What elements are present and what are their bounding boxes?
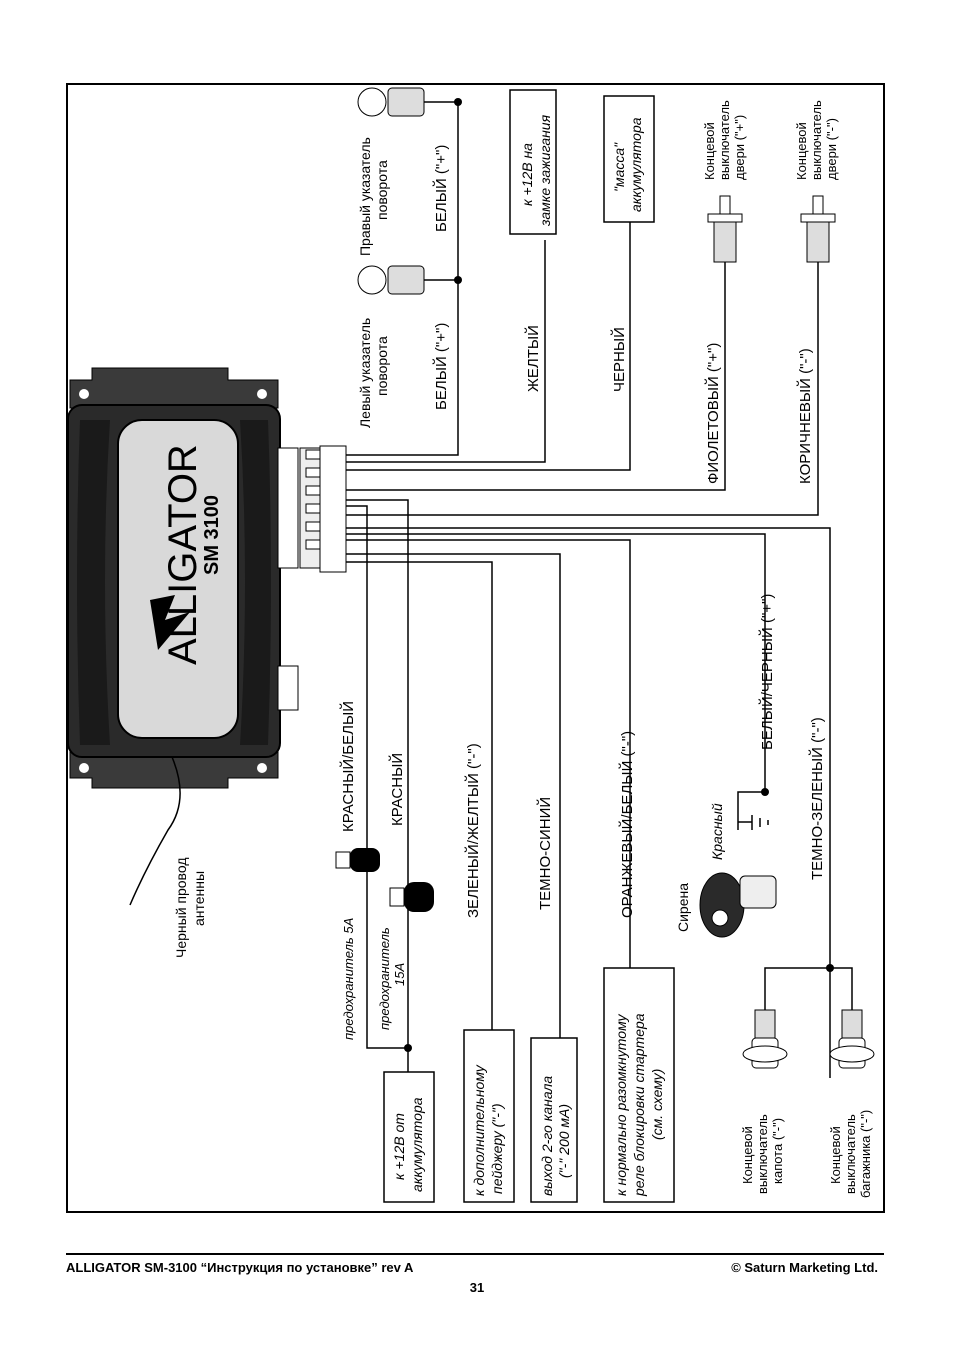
wire-dark-green: ТЕМНО-ЗЕЛЕНЫЙ ("-") [808, 717, 826, 880]
label-trunk-2: выключатель [843, 1114, 858, 1194]
door-minus-switch-icon [800, 195, 836, 263]
wire-white-black: БЕЛЫЙ/ЧЕРНЫЙ ("+") [758, 594, 776, 750]
label-hood-2: выключатель [755, 1114, 770, 1194]
label-ch2: выход 2-го канала [539, 1076, 555, 1196]
label-right-turn-2: поворота [374, 160, 390, 220]
door-plus-switch-icon [707, 195, 743, 263]
label-ground: "масса" [611, 142, 627, 192]
label-trunk: Концевой [828, 1126, 843, 1184]
label-left-turn-2: поворота [374, 336, 390, 396]
label-right-turn: Правый указатель [357, 137, 373, 256]
label-fuse-15a-2: 15А [392, 963, 407, 986]
left-turn-bulb-icon [357, 265, 425, 295]
wire-red: КРАСНЫЙ [388, 753, 406, 826]
wire-orange-white: ОРАНЖЕВЫЙ/БЕЛЫЙ ("-") [618, 731, 636, 918]
destination-boxes [383, 89, 675, 1203]
label-battery: к +12В от [391, 1113, 407, 1180]
label-door-minus: Концевой [794, 122, 809, 180]
label-door-minus-3: двери ("-") [824, 118, 839, 180]
trunk-switch-icon [829, 1009, 875, 1069]
label-ignition: к +12В на [519, 143, 535, 206]
label-left-turn: Левый указатель [357, 318, 373, 428]
label-door-plus-3: двери ("+") [732, 115, 747, 180]
wire-white-left: БЕЛЫЙ ("+") [432, 323, 450, 410]
wire-black: ЧЕРНЫЙ [610, 327, 628, 392]
label-ch2-2: ("-" 200 мА) [556, 1104, 572, 1178]
alarm-unit: ALLIGATOR SM 3100 [67, 367, 323, 789]
wire-white-right: БЕЛЫЙ ("+") [432, 145, 450, 232]
label-battery-2: аккумулятора [409, 1097, 425, 1192]
label-antenna: Черный провод [173, 858, 189, 959]
labels: Левый указатель поворота Правый указател… [173, 100, 873, 1198]
label-fuse-5a: предохранитель 5А [341, 918, 356, 1040]
label-antenna-2: антенны [191, 871, 207, 926]
label-starter-2: реле блокировки стартера [631, 1013, 647, 1197]
wire-green-yellow: ЗЕЛЕНЫЙ/ЖЕЛТЫЙ ("-") [464, 743, 482, 918]
wire-yellow: ЖЕЛТЫЙ [524, 325, 542, 392]
footer-title: ALLIGATOR SM-3100 “Инструкция по установ… [66, 1260, 414, 1275]
model-badge: SM 3100 [201, 495, 223, 575]
right-turn-bulb-icon [357, 87, 425, 117]
label-door-minus-2: выключатель [809, 100, 824, 180]
footer-rule [66, 1253, 884, 1255]
junction-dots [404, 98, 834, 1052]
label-hood-3: капота ("-") [770, 1118, 785, 1184]
fuse-5a-icon [335, 848, 380, 872]
page-number: 31 [469, 1280, 485, 1295]
wire-violet: ФИОЛЕТОВЫЙ ("+") [704, 343, 722, 484]
label-starter: к нормально разомкнутому [613, 1013, 629, 1196]
label-ignition-2: замке зажигания [537, 114, 553, 227]
wire-dark-blue: ТЕМНО-СИНИЙ [536, 797, 554, 910]
fuse-15a-icon [389, 882, 434, 912]
wire-red-white: КРАСНЫЙ/БЕЛЫЙ [339, 701, 357, 832]
wires [129, 101, 853, 1078]
label-pager: к дополнительному [471, 1064, 487, 1196]
label-fuse-15a: предохранитель [377, 927, 392, 1030]
label-siren-red: Красный [709, 803, 725, 860]
label-door-plus-2: выключатель [717, 100, 732, 180]
label-door-plus: Концевой [702, 122, 717, 180]
footer-copyright: © Saturn Marketing Ltd. [731, 1260, 878, 1275]
label-trunk-3: багажника ("-") [858, 1110, 873, 1198]
wire-brown: КОРИЧНЕВЫЙ ("-") [796, 348, 814, 484]
label-starter-3: (см. схему) [649, 1069, 665, 1140]
ground-symbol-icon [738, 815, 769, 830]
label-hood: Концевой [740, 1126, 755, 1184]
wire-connector [305, 445, 347, 573]
label-pager-2: пейджеру ("-") [489, 1103, 505, 1194]
siren-icon [699, 872, 777, 938]
label-siren: Сирена [675, 883, 691, 932]
hood-switch-icon [742, 1009, 788, 1069]
label-ground-2: аккумулятора [628, 117, 644, 212]
